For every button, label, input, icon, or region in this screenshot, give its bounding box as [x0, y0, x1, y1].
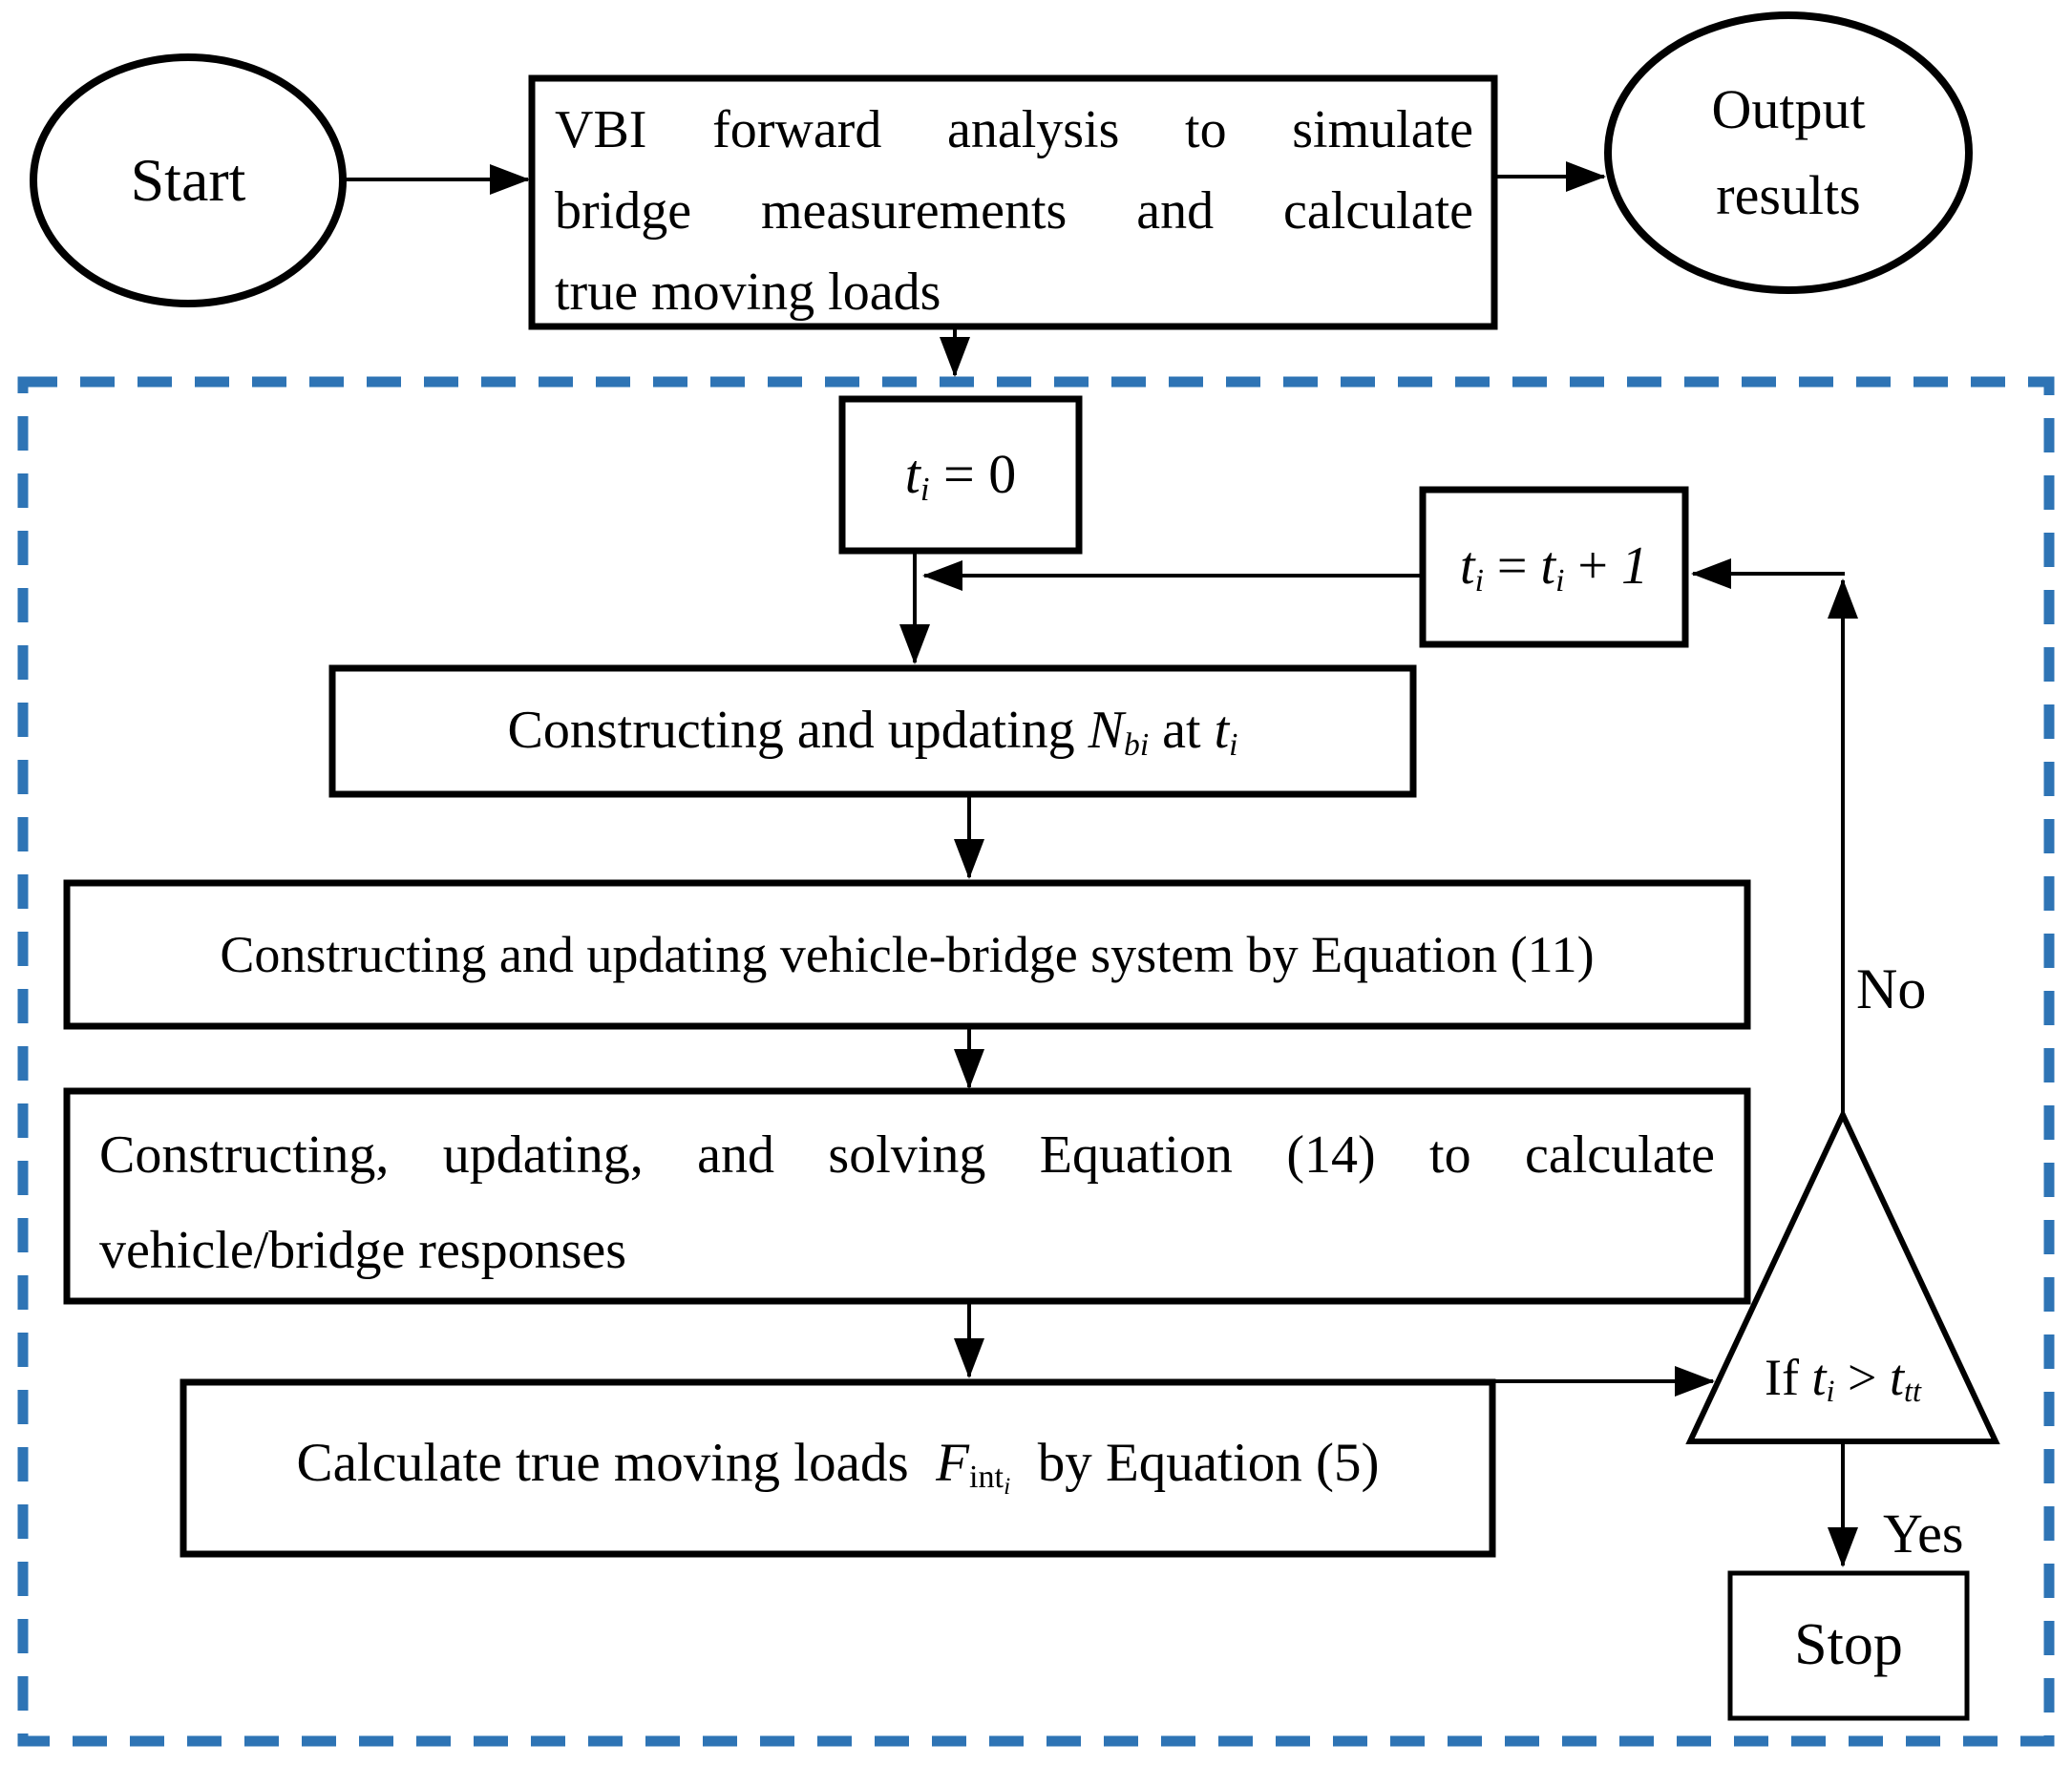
vbi-label-line3: true moving loads — [555, 263, 941, 322]
eq11-label: Constructing and updating vehicle-bridge… — [220, 925, 1595, 983]
start-ellipse — [30, 53, 347, 307]
t-init-box — [838, 395, 1083, 555]
eq11-box — [63, 879, 1751, 1030]
calc-box — [180, 1378, 1496, 1558]
t-incr-label: ti = ti + 1 — [1460, 536, 1648, 599]
nbi-box — [328, 664, 1417, 798]
start-label: Start — [130, 145, 246, 214]
eq14-label-line1: Constructing, updating, and solving Equa… — [99, 1125, 1715, 1185]
nbi-label: Constructing and updating Nbi at ti — [507, 701, 1238, 763]
vbi-box — [528, 74, 1498, 330]
t-init-label: ti = 0 — [904, 443, 1017, 508]
eq14-label-line2: vehicle/bridge responses — [99, 1221, 627, 1280]
output-ellipse — [1604, 11, 1973, 294]
decision-triangle — [1685, 1107, 2000, 1444]
eq14-box — [63, 1087, 1751, 1305]
stop-box — [1727, 1570, 1970, 1721]
vbi-label-line1: VBI forward analysis to simulate — [555, 100, 1473, 159]
eq14-label: Constructing, updating, and solving Equa… — [99, 1107, 1715, 1298]
no-branch-label: No — [1856, 957, 1927, 1020]
vbi-label-line2: bridge measurements and calculate — [555, 181, 1473, 241]
vbi-label: VBI forward analysis to simulate bridge … — [555, 90, 1473, 333]
yes-branch-label: Yes — [1883, 1502, 1964, 1565]
output-label-line2: results — [1716, 164, 1861, 226]
t-incr-box — [1419, 486, 1689, 648]
output-label: Output results — [1614, 21, 1963, 284]
decision-label: If ti > ttt — [1765, 1348, 1921, 1409]
loop-boundary-dashed-box — [17, 376, 2055, 1747]
output-label-line1: Output — [1711, 78, 1866, 140]
calc-label: Calculate true moving loads Finti by Equ… — [296, 1432, 1380, 1500]
stop-label: Stop — [1794, 1612, 1903, 1678]
